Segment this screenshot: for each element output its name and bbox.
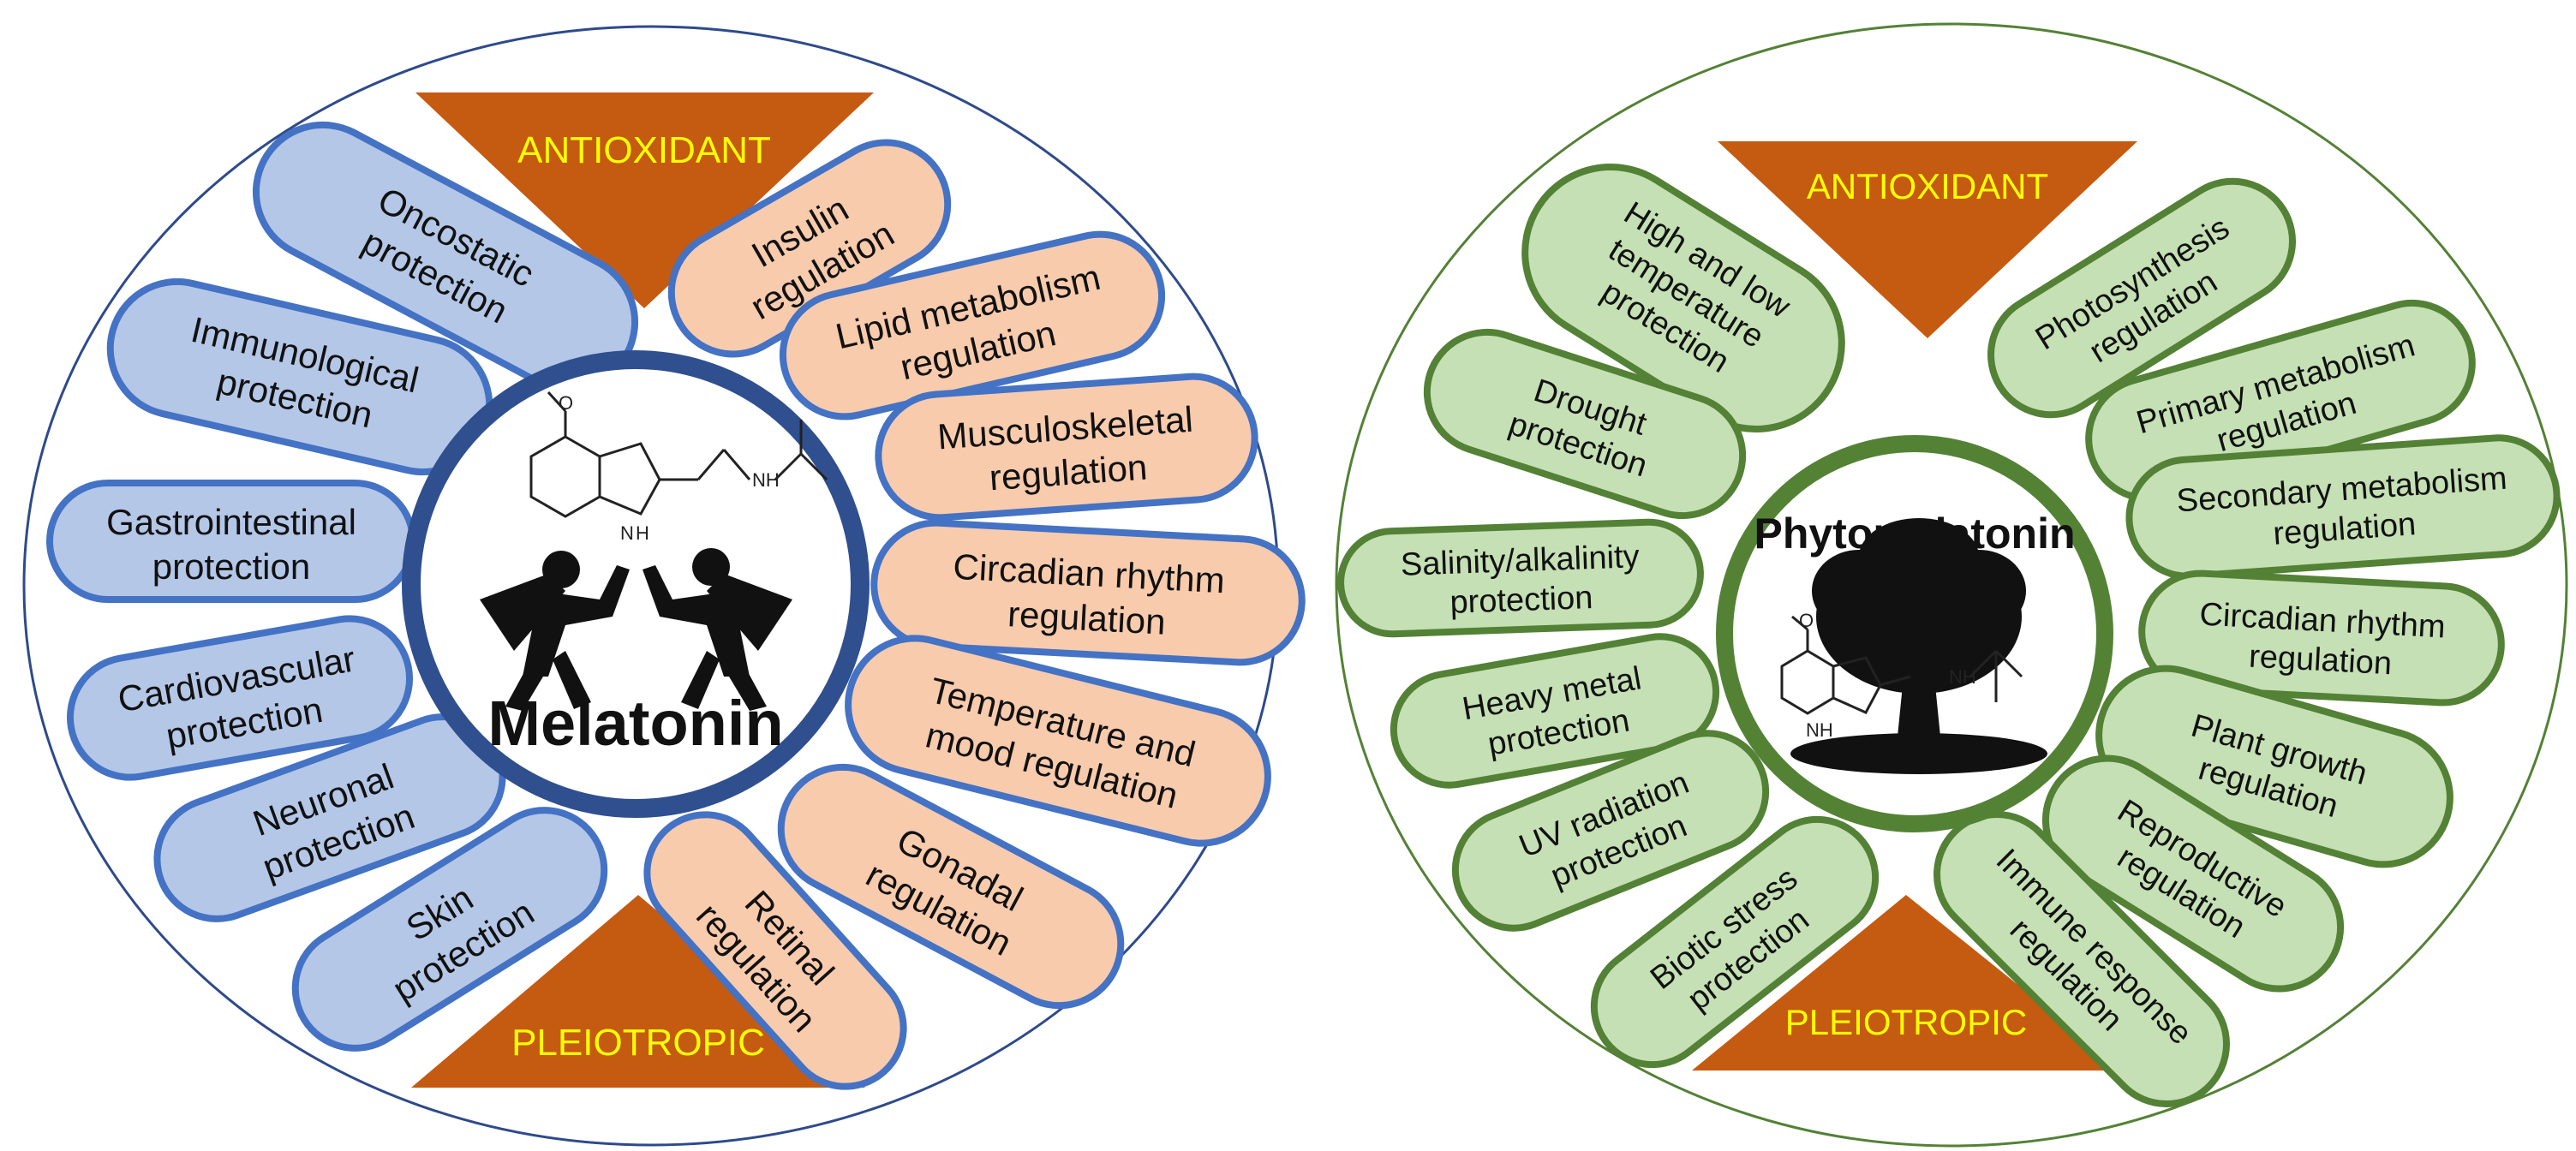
molecule-amide-n: NH xyxy=(752,469,780,491)
protection-pill-salinity: Salinity/alkalinityprotection xyxy=(1337,518,1704,638)
antioxidant-label: ANTIOXIDANT xyxy=(1807,166,2048,206)
svg-text:Salinity/alkalinityprotection: Salinity/alkalinityprotection xyxy=(1400,539,1641,623)
tree-icon xyxy=(1790,518,2047,774)
pill-line: protection xyxy=(152,546,310,587)
molecule-oxygen: O xyxy=(559,392,573,414)
regulation-pill-insulin: Insulinregulation xyxy=(667,139,952,358)
phytomelatonin-hub: O NH NH Phytomelatonin xyxy=(1716,435,2113,832)
regulation-pill-circadian: Circadian rhythmregulation xyxy=(2138,570,2505,707)
antioxidant-triangle: ANTIOXIDANT xyxy=(415,92,874,308)
pleiotropic-label: PLEIOTROPIC xyxy=(1785,1002,2027,1042)
pill-line: regulation xyxy=(2248,639,2393,683)
pill-line: protection xyxy=(1449,580,1593,621)
pill-line: Gastrointestinal xyxy=(106,502,356,542)
melatonin-molecule xyxy=(529,391,828,518)
melatonin-hub: O NH N H Melatonin xyxy=(402,350,870,818)
superhero-right-icon xyxy=(643,548,792,711)
antioxidant-triangle: ANTIOXIDANT xyxy=(1718,141,2137,338)
molecule-ring-h: H xyxy=(636,522,649,544)
protection-pill-drought: Droughtprotection xyxy=(1423,328,1747,520)
molecule-amide-n: NH xyxy=(1949,666,1976,688)
svg-text:Circadian rhythmregulation: Circadian rhythmregulation xyxy=(2196,597,2446,685)
regulation-pill-musculoskeletal: Musculoskeletalregulation xyxy=(875,373,1258,522)
phytomelatonin-center-label: Phytomelatonin xyxy=(1754,510,2075,558)
phytomelatonin-panel: ANTIOXIDANT PLEIOTROPIC High and lowtemp… xyxy=(1335,22,2568,1148)
pleiotropic-triangle: PLEIOTROPIC xyxy=(1692,895,2125,1070)
melatonin-panel: ANTIOXIDANT PLEIOTROPIC Oncostaticprotec… xyxy=(22,25,1306,1147)
molecule-ring-n: NH xyxy=(1806,719,1833,741)
regulation-pill-plant-growth: Plant growthregulation xyxy=(2095,665,2453,868)
pill-line: regulation xyxy=(1007,593,1167,642)
protection-pill-immunological: Immunologicalprotection xyxy=(106,277,493,476)
pill-line: Salinity/alkalinity xyxy=(1400,539,1640,583)
regulation-pill-circadian: Circadian rhythmregulation xyxy=(870,519,1306,666)
phytomelatonin-molecule xyxy=(1780,615,2023,715)
protection-pill-heavy-metal: Heavy metalprotection xyxy=(1390,633,1720,789)
pleiotropic-label: PLEIOTROPIC xyxy=(511,1022,765,1064)
antioxidant-label: ANTIOXIDANT xyxy=(517,129,771,171)
regulation-pill-secondary-metabolism: Secondary metabolismregulation xyxy=(2125,434,2561,580)
molecule-ring-n: N xyxy=(620,522,634,544)
melatonin-center-label: Melatonin xyxy=(487,688,783,759)
pleiotropic-triangle: PLEIOTROPIC xyxy=(411,895,865,1088)
protection-pill-skin: Skinprotection xyxy=(291,807,608,1052)
superhero-left-icon xyxy=(480,551,630,711)
protection-pill-cardiovascular: Cardiovascularprotection xyxy=(66,615,414,781)
regulation-pill-gonadal: Gonadalregulation xyxy=(777,763,1125,1010)
molecule-oxygen: O xyxy=(1799,610,1814,631)
